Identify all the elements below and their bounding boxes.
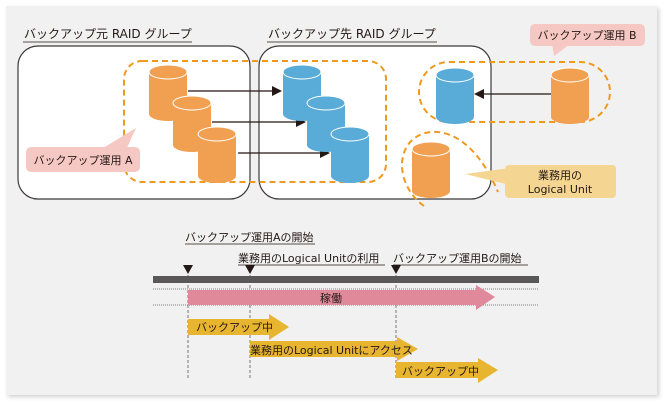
lu-access-label: 業務用のLogical Unitにアクセス [250, 343, 413, 357]
timeline-bar [153, 276, 539, 283]
source-disk-3 [197, 126, 237, 183]
callout-lu-line1: 業務用の [538, 168, 582, 182]
event-backup-b-start: バックアップ運用Bの開始 [393, 251, 522, 265]
target-disk-b [435, 67, 475, 124]
target-disk-3 [330, 126, 370, 183]
backup-a-label: バックアップ中 [196, 321, 273, 334]
event-backup-a-start: バックアップ運用Aの開始 [185, 230, 314, 244]
target-raid-group-label: バックアップ先 RAID グループ [268, 27, 436, 41]
callout-lu-line2: Logical Unit [528, 183, 593, 196]
lu-access-arrow [250, 337, 418, 361]
business-lu-disk [411, 141, 451, 198]
operation-arrow [188, 285, 495, 310]
backup-operation-a-group [123, 60, 387, 183]
event-business-lu-use: 業務用のLogical Unitの利用 [238, 251, 379, 265]
callout-b-text: バックアップ運用 B [537, 29, 636, 42]
callout-a-text: バックアップ運用 A [33, 154, 132, 167]
business-lu-group [401, 130, 499, 207]
copy-arrows-a [188, 90, 552, 154]
callout-backup-operation-b: バックアップ運用 B [530, 24, 645, 56]
callout-backup-operation-a: バックアップ運用 A [26, 128, 140, 172]
source-raid-group-label: バックアップ元 RAID グループ [24, 27, 192, 41]
marker-lu [245, 265, 255, 274]
marker-a [183, 265, 193, 274]
source-disk-b [550, 67, 590, 124]
event-markers [183, 265, 401, 274]
backup-operation-b-group [418, 61, 611, 123]
backup-a-arrow [188, 314, 289, 340]
callout-business-lu: 業務用の Logical Unit [465, 165, 616, 198]
backup-b-label: バックアップ中 [402, 365, 479, 378]
backup-b-arrow [396, 358, 498, 383]
operation-label: 稼働 [320, 291, 342, 305]
marker-b [391, 265, 401, 274]
